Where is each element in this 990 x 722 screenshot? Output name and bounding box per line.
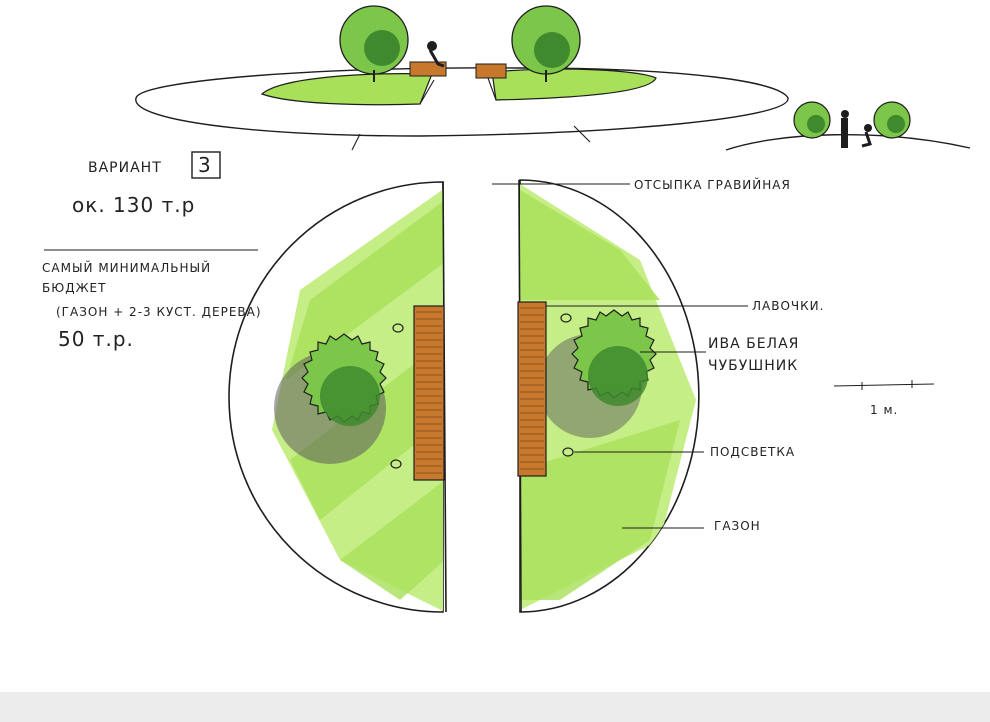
- callout-mockorange: ЧУБУШНИК: [708, 358, 798, 374]
- callout-benches: ЛАВОЧКИ.: [752, 299, 824, 313]
- callout-willow: ИВА БЕЛАЯ: [708, 336, 799, 352]
- ground-ellipse: [135, 67, 789, 137]
- callout-lighting: ПОДСВЕТКА: [710, 445, 795, 459]
- callout-labels: ОТСЫПКА ГРАВИЙНАЯ ЛАВОЧКИ. ИВА БЕЛАЯ ЧУБ…: [634, 177, 898, 533]
- bench-icon: [475, 63, 507, 79]
- light-fixture-icon: [562, 447, 574, 457]
- callout-gravel: ОТСЫПКА ГРАВИЙНАЯ: [634, 177, 791, 192]
- variant-number: 3: [198, 153, 212, 177]
- budget-line-3: (ГАЗОН + 2-3 КУСТ. ДЕРЕВА): [56, 305, 262, 319]
- budget-line-1: САМЫЙ МИНИМАЛЬНЫЙ: [42, 260, 211, 275]
- scale-bar: [833, 383, 935, 387]
- lawn-left-perspective: [260, 73, 433, 106]
- lawn-right-perspective: [491, 68, 657, 101]
- light-fixture-icon: [392, 323, 404, 333]
- budget-line-2: БЮДЖЕТ: [42, 281, 106, 295]
- notes-block: ВАРИАНТ 3 ок. 130 т.р САМЫЙ МИНИМАЛЬНЫЙ …: [42, 151, 262, 351]
- person-icon: [841, 110, 849, 148]
- tree-icon: [873, 101, 911, 139]
- variant-box: [191, 151, 221, 179]
- bench-right: [517, 301, 547, 477]
- bench-left: [413, 305, 445, 481]
- budget-cost: 50 т.р.: [58, 327, 134, 351]
- tree-icon: [793, 101, 831, 139]
- willow-tree-icon: [274, 333, 387, 464]
- mockorange-shrub-icon: [538, 309, 657, 438]
- tree-icon: [511, 5, 581, 82]
- scanner-background: [0, 692, 990, 722]
- light-fixture-icon: [560, 313, 572, 323]
- perspective-view: [135, 5, 971, 151]
- seated-person-icon: [861, 124, 872, 148]
- cost-main: ок. 130 т.р: [72, 193, 195, 217]
- elevation-ground: [725, 133, 971, 151]
- bench-icon: [409, 41, 447, 77]
- light-fixture-icon: [390, 459, 402, 469]
- variant-label: ВАРИАНТ: [88, 160, 162, 176]
- callout-lawn: ГАЗОН: [714, 519, 761, 533]
- plan-view: [44, 179, 935, 613]
- scale-label: 1 м.: [870, 403, 898, 417]
- tree-icon: [339, 5, 409, 82]
